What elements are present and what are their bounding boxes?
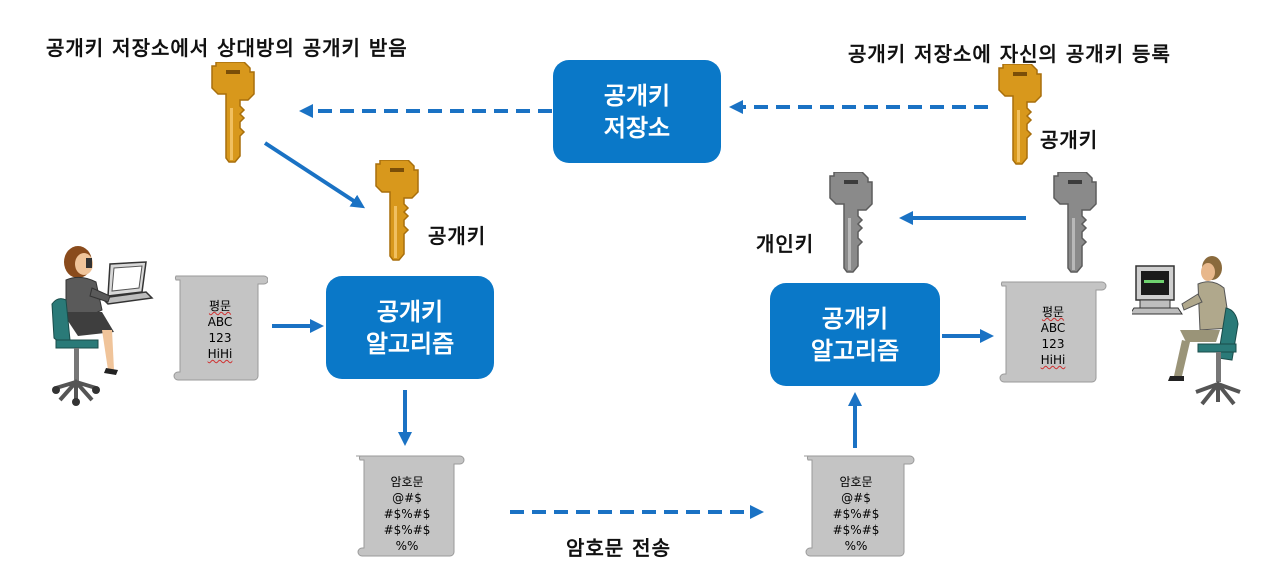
ciphertext-right-line-3: #$%#$ xyxy=(832,523,880,537)
private-key-label: 개인키 xyxy=(756,232,815,256)
transmit-label: 암호문 전송 xyxy=(566,536,671,560)
plaintext-line-3: HiHi xyxy=(207,347,233,361)
ciphertext-document-right: 암호문 @#$ #$%#$ #$%#$ %% xyxy=(796,452,916,564)
ciphertext-line-2: #$%#$ xyxy=(383,507,431,521)
plaintext-document-right: 평문 ABC 123 HiHi xyxy=(998,278,1108,386)
gold-key-icon xyxy=(375,160,419,261)
algo-left-line-1: 공개키 xyxy=(376,297,444,326)
gray-key-icon xyxy=(1053,172,1097,273)
plaintext-right-line-1: ABC xyxy=(1040,321,1066,335)
ciphertext-title: 암호문 xyxy=(390,475,424,489)
caption-register-public-key: 공개키 저장소에 자신의 공개키 등록 xyxy=(848,42,1171,66)
public-key-label-left: 공개키 xyxy=(428,224,487,248)
ciphertext-document-left: 암호문 @#$ #$%#$ #$%#$ %% xyxy=(348,452,466,564)
ciphertext-right-title: 암호문 xyxy=(839,475,873,489)
gold-key-icon xyxy=(998,64,1042,165)
plaintext-line-1: ABC xyxy=(207,315,233,329)
public-key-label-right: 공개키 xyxy=(1040,128,1099,152)
caption-receive-public-key: 공개키 저장소에서 상대방의 공개키 받음 xyxy=(46,36,408,60)
algo-right-line-1: 공개키 xyxy=(821,304,889,333)
public-key-algorithm-box-left: 공개키 알고리즘 xyxy=(326,276,494,379)
ciphertext-line-4: %% xyxy=(395,539,419,553)
gray-key-icon xyxy=(829,172,873,273)
plaintext-right-line-2: 123 xyxy=(1041,337,1065,351)
arrow-key-to-key xyxy=(263,141,366,209)
plaintext-right-line-3: HiHi xyxy=(1040,353,1066,367)
plaintext-line-2: 123 xyxy=(208,331,232,345)
gold-key-icon xyxy=(211,62,255,163)
ciphertext-line-3: #$%#$ xyxy=(383,523,431,537)
scroll-document-icon xyxy=(356,455,465,557)
public-key-repository-box: 공개키 저장소 xyxy=(553,60,721,163)
scroll-document-icon xyxy=(173,275,268,381)
plaintext-title: 평문 xyxy=(208,299,232,313)
ciphertext-right-line-2: #$%#$ xyxy=(832,507,880,521)
receiver-person-icon xyxy=(1132,256,1241,406)
ciphertext-right-line-4: %% xyxy=(844,539,868,553)
plaintext-right-title: 평문 xyxy=(1041,305,1065,319)
scroll-document-icon xyxy=(804,455,915,557)
algo-left-line-2: 알고리즘 xyxy=(365,329,455,358)
repository-line-1: 공개키 xyxy=(603,81,671,110)
public-key-algorithm-box-right: 공개키 알고리즘 xyxy=(770,283,940,386)
repository-line-2: 저장소 xyxy=(603,113,671,142)
ciphertext-right-line-1: @#$ xyxy=(841,491,871,505)
ciphertext-line-1: @#$ xyxy=(392,491,422,505)
algo-right-line-2: 알고리즘 xyxy=(810,336,900,365)
plaintext-document-left: 평문 ABC 123 HiHi xyxy=(172,272,268,384)
sender-person-icon xyxy=(51,246,154,406)
scroll-document-icon xyxy=(999,281,1107,383)
